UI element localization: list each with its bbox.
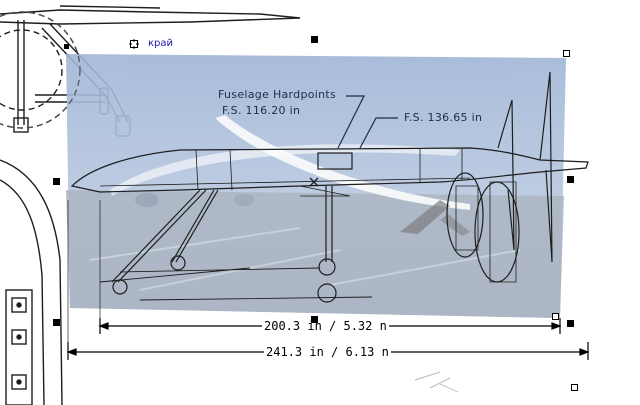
fuselage-hardpoints-title: Fuselage Hardpoints bbox=[218, 88, 337, 101]
selection-handle-aux-bottom[interactable] bbox=[571, 384, 578, 391]
selection-handle-aux-right[interactable] bbox=[552, 313, 559, 320]
selection-handle-middle-right[interactable] bbox=[567, 176, 574, 183]
fuselage-hardpoints-station: F.S. 116.20 in bbox=[222, 104, 301, 117]
snap-label: край bbox=[148, 38, 174, 49]
selection-handle-top-right[interactable] bbox=[563, 50, 570, 57]
selection-handle-bottom-right[interactable] bbox=[567, 320, 574, 327]
callout-leaders bbox=[337, 95, 398, 149]
selection-handle-bottom-center[interactable] bbox=[311, 316, 318, 323]
selection-handle-top-center[interactable] bbox=[311, 36, 318, 43]
inner-length-label: 200.3 in / 5.32 n bbox=[262, 319, 389, 333]
selection-handle-top-left[interactable] bbox=[64, 44, 69, 49]
overall-length-label: 241.3 in / 6.13 n bbox=[264, 345, 391, 359]
aft-station-callout: F.S. 136.65 in bbox=[404, 111, 483, 124]
snap-target-icon bbox=[129, 39, 139, 49]
aircraft-line-drawing bbox=[0, 11, 589, 303]
selection-handle-bottom-left[interactable] bbox=[53, 319, 60, 326]
selection-handle-middle-left[interactable] bbox=[53, 178, 60, 185]
